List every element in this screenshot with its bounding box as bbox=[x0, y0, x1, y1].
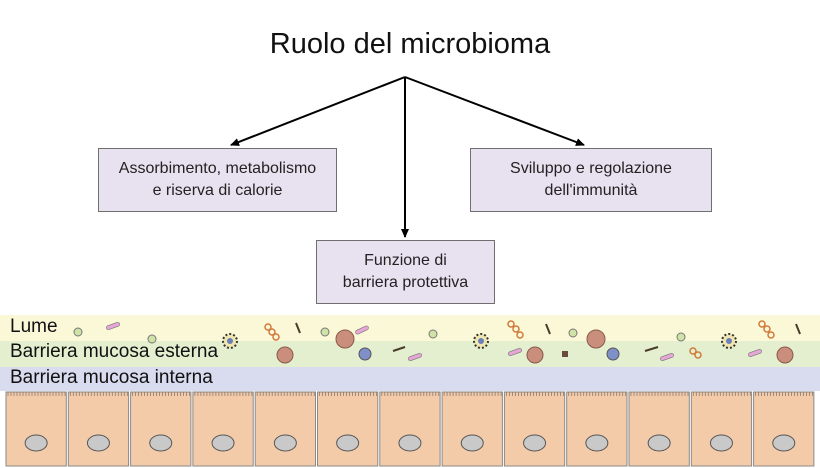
epithelial-cell bbox=[566, 391, 628, 467]
microbes-group-2 bbox=[428, 320, 801, 364]
box-absorption-metabolism: Assorbimento, metabolismo e riserva di c… bbox=[98, 148, 337, 212]
cell-nucleus bbox=[460, 434, 484, 452]
epithelial-cell bbox=[254, 391, 316, 467]
epithelial-cell bbox=[130, 391, 192, 467]
epithelial-cell bbox=[317, 391, 379, 467]
epithelial-cell bbox=[690, 391, 753, 467]
cell-nucleus bbox=[273, 434, 297, 452]
layer-outer-mucus: Barriera mucosa esterna bbox=[0, 341, 820, 367]
epithelial-cell bbox=[192, 391, 254, 467]
diagram-title: Ruolo del microbioma bbox=[269, 28, 551, 60]
layer-inner-mucus-label: Barriera mucosa interna bbox=[10, 367, 213, 388]
arrow-to-right-box bbox=[404, 76, 585, 146]
epithelial-cell bbox=[5, 391, 67, 467]
box-immunity-development: Sviluppo e regolazione dell'immunità bbox=[470, 148, 712, 212]
cell-nucleus bbox=[336, 434, 360, 452]
cell-nucleus bbox=[149, 434, 173, 452]
cell-nucleus bbox=[709, 434, 733, 452]
layer-lume-label: Lume bbox=[10, 316, 58, 337]
cell-nucleus bbox=[211, 434, 235, 452]
cell-nucleus bbox=[24, 434, 48, 452]
epithelial-cell bbox=[503, 391, 566, 467]
epithelial-cell bbox=[441, 391, 503, 467]
cell-nucleus bbox=[86, 434, 110, 452]
layer-outer-mucus-label: Barriera mucosa esterna bbox=[10, 341, 219, 362]
epithelial-cell bbox=[753, 391, 815, 467]
layer-inner-mucus: Barriera mucosa interna bbox=[0, 367, 820, 391]
epithelial-cell bbox=[628, 391, 690, 467]
cell-nucleus bbox=[585, 434, 609, 452]
cell-nucleus bbox=[398, 434, 422, 452]
box-barrier-function: Funzione di barriera protettiva bbox=[316, 240, 495, 304]
microbes-layer bbox=[73, 320, 801, 364]
cell-nucleus bbox=[772, 434, 796, 452]
epithelial-cell bbox=[379, 391, 441, 467]
cell-nucleus bbox=[647, 434, 671, 452]
arrow-to-left-box bbox=[230, 76, 406, 146]
epithelial-cell bbox=[67, 391, 130, 467]
connector-arrows bbox=[230, 76, 585, 238]
epithelium-cells bbox=[5, 391, 815, 467]
microbes-group-1 bbox=[73, 321, 422, 364]
cell-nucleus bbox=[523, 434, 547, 452]
